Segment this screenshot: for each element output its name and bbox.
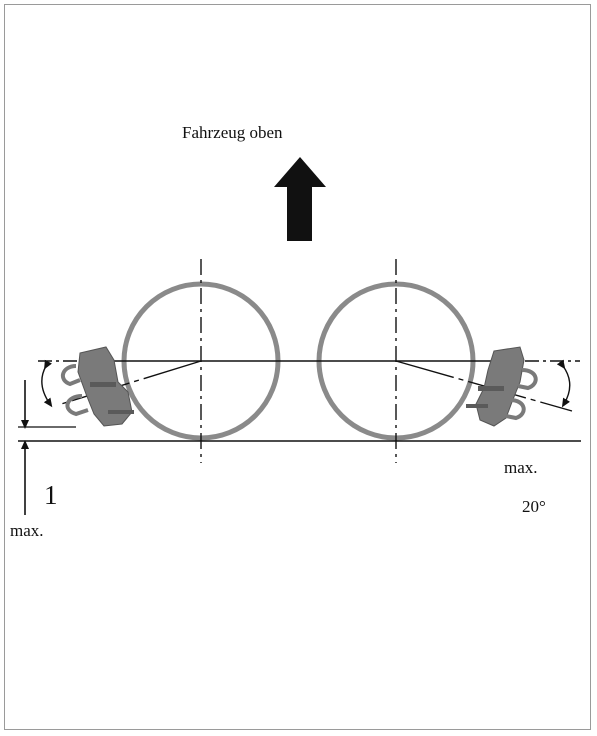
direction-label: Fahrzeug oben [182,123,283,142]
left-clamp-icon [60,346,134,427]
figure-frame [4,4,591,730]
dimension-number-label: 1 [44,480,58,510]
angle-label: 20° [522,497,546,516]
right-clamp-icon [466,346,538,427]
right-angle-arrow [556,359,571,408]
max-left-label: max. [10,521,44,540]
arrow-up-icon [274,157,326,241]
max-right-label: max. [504,458,538,477]
left-angle-arrow [41,359,53,408]
